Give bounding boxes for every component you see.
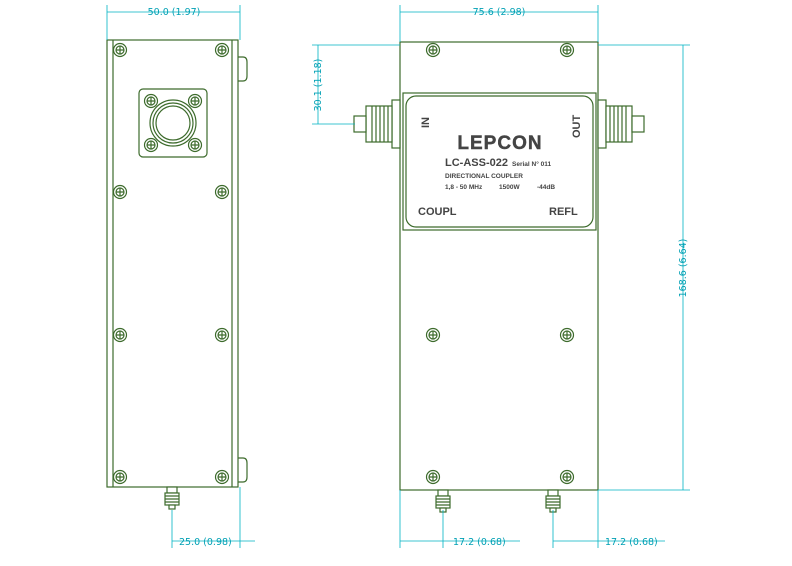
front-view: IN OUT LEPCON LC-ASS-022 Serial N° 011 D… xyxy=(353,41,645,513)
dim-right-port: 17.2 (0.68) xyxy=(605,537,658,548)
front-body xyxy=(399,41,599,491)
model-number: LC-ASS-022 xyxy=(445,157,508,169)
side-sma-connector xyxy=(164,486,180,510)
label-in: IN xyxy=(420,117,432,128)
label-plate xyxy=(405,95,594,228)
coupling: -44dB xyxy=(537,184,555,191)
dim-front-width: 75.6 (2.98) xyxy=(473,7,526,18)
dim-side-width: 50.0 (1.97) xyxy=(148,7,201,18)
coupl-sma-connector xyxy=(435,489,451,513)
side-view xyxy=(106,39,248,510)
description: DIRECTIONAL COUPLER xyxy=(445,173,523,180)
out-connector xyxy=(597,99,645,149)
frequency: 1,8 - 50 MHz xyxy=(445,184,483,191)
label-out: OUT xyxy=(571,115,583,139)
dim-front-height: 168.6 (6.64) xyxy=(678,239,689,298)
dim-side-connector: 25.0 (0.98) xyxy=(179,537,232,548)
n-connector-front xyxy=(138,88,208,158)
dim-left-port: 17.2 (0.68) xyxy=(453,537,506,548)
brand-logo: LEPCON xyxy=(457,133,542,154)
serial-number: Serial N° 011 xyxy=(512,160,551,168)
dim-connector-height: 30.1 (1.18) xyxy=(313,59,324,112)
in-connector xyxy=(353,99,401,149)
power: 1500W xyxy=(499,184,520,191)
dimension-lines xyxy=(106,5,690,548)
label-refl: REFL xyxy=(549,206,578,218)
refl-sma-connector xyxy=(545,489,561,513)
label-coupl: COUPL xyxy=(418,206,457,218)
